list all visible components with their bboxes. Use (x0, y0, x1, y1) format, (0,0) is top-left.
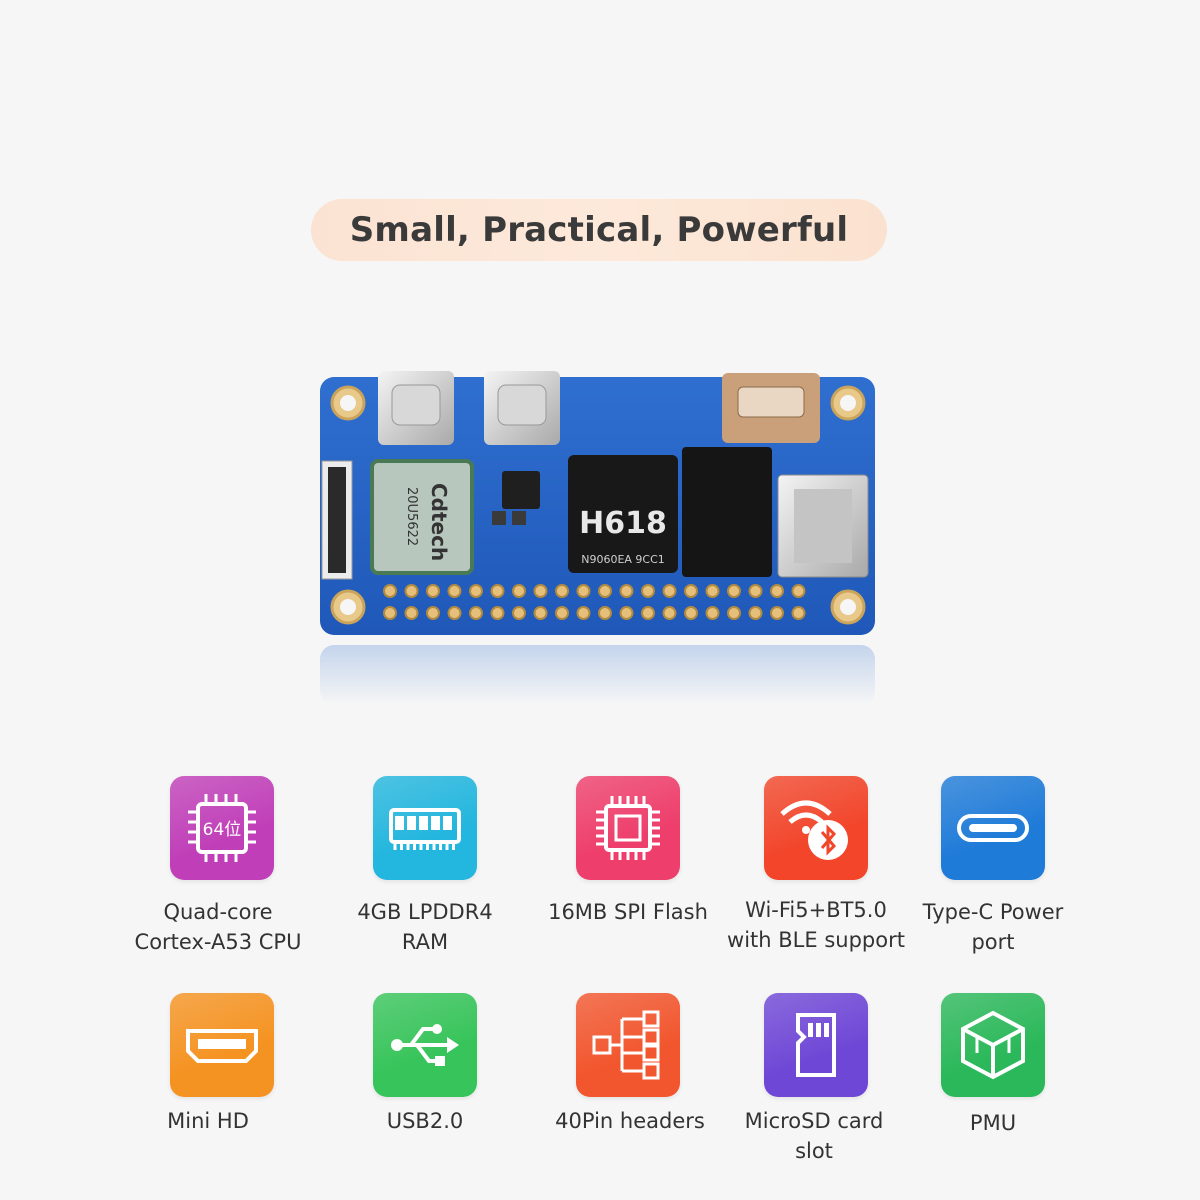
usb-c-port-icon (941, 776, 1045, 880)
wifi-bluetooth-icon (764, 776, 868, 880)
chip-icon (576, 776, 680, 880)
usb-icon (373, 993, 477, 1097)
feature-label-pmu: PMU (969, 1111, 1017, 1135)
headline-text: Small, Practical, Powerful (349, 210, 849, 250)
product-board-image: Cdtech 20U5622 H618 N9060EA 9CC1 (320, 365, 880, 705)
feature-label-flash: 16MB SPI Flash (548, 900, 708, 924)
pin-header (383, 584, 806, 620)
feature-label-usb: USB2.0 (386, 1109, 464, 1133)
soc-code: N9060EA 9CC1 (581, 553, 665, 566)
cpu-64bit-icon: 64位 (170, 776, 274, 880)
pmu-cube-icon (941, 993, 1045, 1097)
pin-header-icon (576, 993, 680, 1097)
hdmi-port-icon (170, 993, 274, 1097)
svg-text:64位: 64位 (203, 820, 242, 840)
feature-label-pins: 40Pin headers (555, 1109, 705, 1133)
soc-label: H618 (579, 506, 667, 541)
microsd-card-icon (764, 993, 868, 1097)
feature-label-hdmi: Mini HD (167, 1109, 249, 1133)
ram-module-icon (373, 776, 477, 880)
wifi-module-code: 20U5622 (404, 487, 419, 546)
wifi-module-brand: Cdtech (427, 483, 451, 561)
headline-banner: Small, Practical, Powerful (311, 199, 887, 261)
